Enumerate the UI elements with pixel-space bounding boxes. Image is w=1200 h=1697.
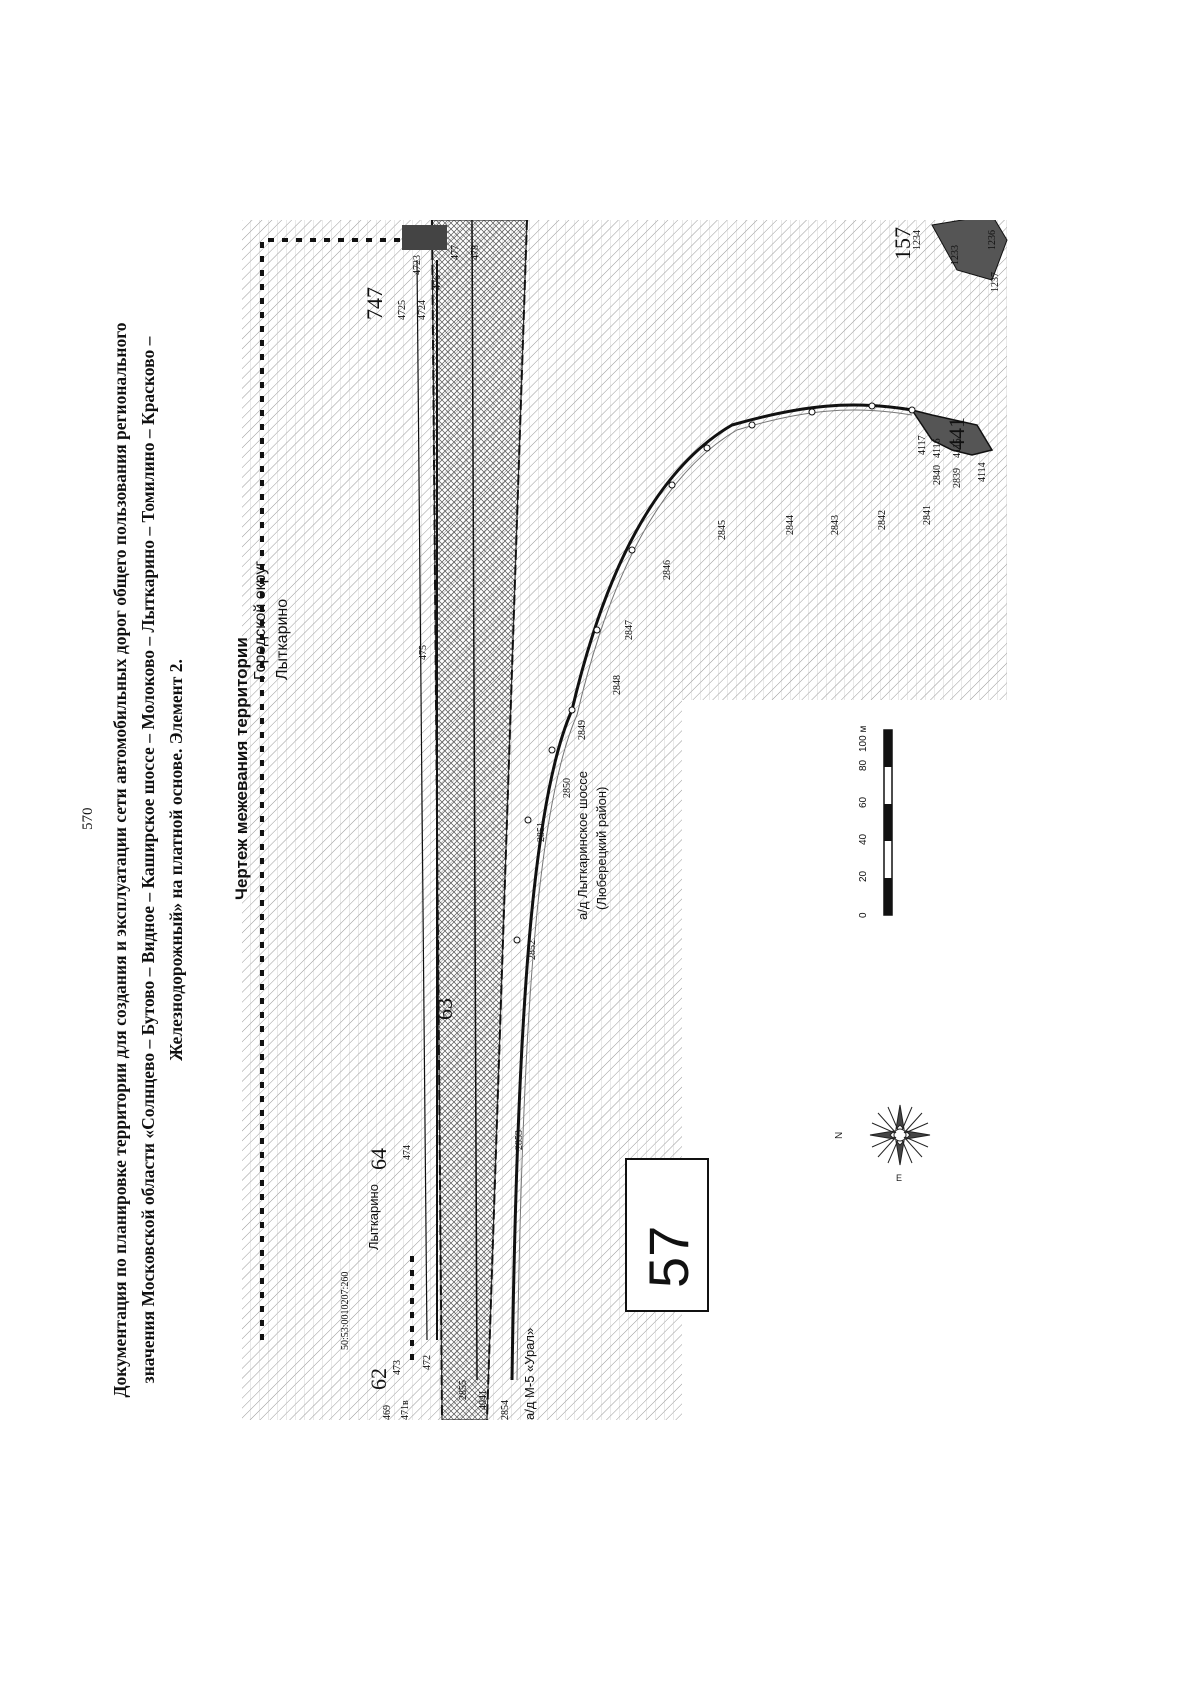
municipality-label-2: Лыткарино (274, 598, 291, 680)
point-2846: 2846 (662, 560, 673, 580)
point-1237: 1237 (990, 272, 1001, 292)
scale-tick-60: 60 (858, 796, 869, 808)
boundary-line-3 (471, 220, 478, 1381)
point-471v: 471в (400, 1400, 411, 1420)
point-4725: 4725 (397, 300, 408, 320)
road-curve (510, 403, 913, 1381)
point-2839: 2839 (952, 468, 963, 488)
point-2851: 2851 (536, 822, 547, 842)
road-m5-label: а/д М-5 «Урал» (522, 1327, 537, 1420)
point-1236: 1236 (987, 230, 998, 250)
header-line-1: Документация по планировке территории дл… (110, 322, 130, 1398)
point-469: 469 (382, 1405, 393, 1420)
point-4724: 4724 (417, 300, 428, 320)
header-line-3: Железнодорожный» на платной основе. Элем… (166, 659, 186, 1061)
point-473: 473 (392, 1360, 403, 1375)
scale-tick-20: 20 (858, 870, 869, 882)
road-lytkarino-label-2: (Люберецкий район) (594, 786, 609, 910)
point-478: 478 (470, 245, 481, 260)
point-2848: 2848 (612, 675, 623, 695)
point-2845: 2845 (717, 520, 728, 540)
lytkarino-label: Лыткарино (366, 1184, 381, 1250)
district-number-box: 57 (625, 1158, 709, 1312)
parcel-747-box (402, 225, 447, 250)
territory-area-lines (242, 220, 1007, 1420)
point-2852: 2852 (527, 940, 538, 960)
point-2849: 2849 (577, 720, 588, 740)
parcel-157-corner (931, 220, 1008, 281)
point-4115: 4115 (952, 438, 963, 458)
cadastral-number: 50:53:0010207:260 (340, 1271, 351, 1350)
point-4041: 4041 (478, 1390, 489, 1410)
point-2847: 2847 (624, 620, 635, 640)
point-472: 472 (422, 1355, 433, 1370)
point-2842: 2842 (877, 510, 888, 530)
dashed-boundary (260, 238, 427, 1340)
scale-bar (883, 729, 893, 916)
document-header: Документация по планировке территории дл… (106, 110, 190, 1610)
compass-n: N (834, 1132, 845, 1139)
map-drawing (242, 220, 1008, 1420)
map-title: Чертеж межевания территории (232, 637, 251, 900)
district-number: 57 (637, 1225, 700, 1288)
survey-map: Чертеж межевания территории Городской ок… (232, 220, 1012, 1420)
parcel-62: 62 (366, 1368, 391, 1390)
point-2843: 2843 (830, 515, 841, 535)
municipality-label-1: Городской округ (252, 560, 269, 680)
point-4723: 4723 (412, 255, 423, 275)
parcel-747: 747 (362, 287, 387, 320)
point-2855: 2855 (458, 1380, 469, 1400)
point-2850: 2850 (562, 778, 573, 798)
point-2854: 2854 (500, 1400, 511, 1420)
point-2840: 2840 (932, 465, 943, 485)
point-477: 477 (450, 245, 461, 260)
point-1233: 1233 (950, 245, 961, 265)
road-lytkarino-label-1: а/д Лыткаринское шоссе (575, 770, 590, 920)
point-2853: 2853 (514, 1130, 525, 1150)
point-2844: 2844 (785, 515, 796, 535)
point-4114: 4114 (977, 462, 988, 482)
point-4116: 4116 (932, 438, 943, 458)
parcel-64: 64 (366, 1148, 391, 1170)
scale-tick-100: 100 м (858, 725, 869, 752)
point-2841: 2841 (922, 505, 933, 525)
scale-tick-80: 80 (858, 759, 869, 771)
point-475: 475 (418, 645, 429, 660)
compass-rose-icon: N E (834, 1104, 931, 1183)
scale-tick-40: 40 (858, 833, 869, 845)
boundary-line-2 (416, 259, 428, 1341)
compass-e: E (896, 1173, 902, 1183)
parcel-441-outline (910, 408, 994, 456)
scale-tick-0: 0 (858, 912, 869, 918)
header-line-2: значения Московской области «Солнцево – … (138, 336, 158, 1384)
parcel-63: 63 (432, 998, 457, 1020)
point-4117: 4117 (917, 435, 928, 455)
point-1234: 1234 (912, 230, 923, 250)
point-474: 474 (402, 1145, 413, 1160)
page-number: 570 (80, 807, 96, 831)
point-476: 476 (432, 275, 443, 290)
